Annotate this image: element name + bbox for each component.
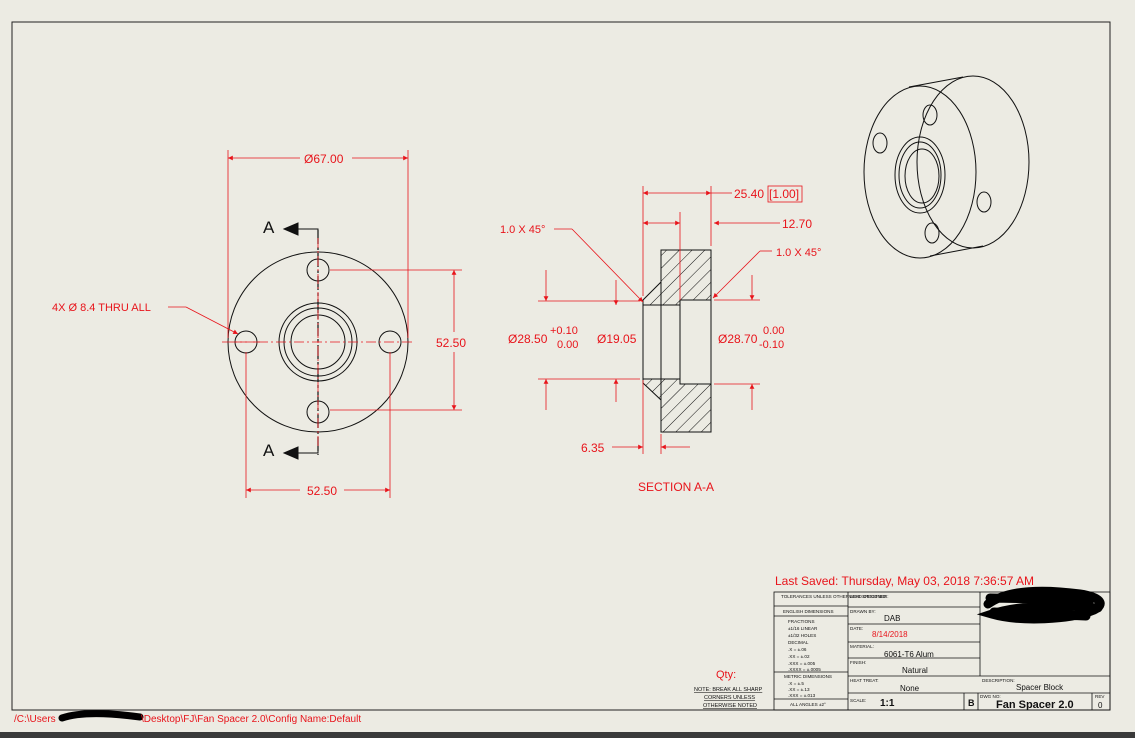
finish-label: FINISH: [850, 660, 866, 665]
tol-boss-lower: 0.00 [557, 339, 578, 351]
front-centerlines [222, 238, 414, 446]
chamfer-left: 1.0 X 45° [500, 224, 545, 236]
section-label-bottom: A [263, 441, 275, 460]
dim-total-width: 25.40 [734, 187, 764, 201]
section-arrow-top-leg [292, 228, 319, 237]
file-path-tail: \Desktop\FJ\Fan Spacer 2.0\Config Name:D… [141, 714, 361, 725]
title-block-grid [773, 591, 1111, 711]
dim-total-width-box [767, 185, 803, 203]
lead-designer-label: LEAD DESIGNER: [850, 594, 889, 599]
metric-header: METRIC DIMENSIONS [784, 674, 832, 679]
scale-label: SCALE: [850, 698, 866, 703]
dec-xxxx: .XXXX = ±.0005 [788, 667, 821, 672]
front-dimensions [168, 150, 462, 498]
sheet-size: B [968, 698, 975, 708]
drawn-by: DAB [884, 614, 900, 623]
met-xxx: .XXX = ±.013 [788, 693, 816, 698]
dwg-no: Fan Spacer 2.0 [996, 699, 1074, 711]
date: 8/14/2018 [872, 630, 908, 639]
angles: ALL ANGLES ±2° [790, 702, 826, 707]
rev: 0 [1098, 701, 1103, 710]
dim-flange: 12.70 [782, 217, 812, 231]
note-line-2: CORNERS UNLESS [704, 695, 755, 701]
decimal-label: DECIMAL [788, 640, 809, 645]
section-arrow-bottom-head [282, 446, 299, 460]
section-arrow-top-head [282, 222, 299, 236]
frac-holes: ±1/32 HOLES [788, 633, 816, 638]
scale: 1:1 [880, 698, 895, 709]
frac-linear: ±1/16 LINEAR [788, 626, 818, 631]
section-view [642, 249, 712, 433]
section-arrow-bottom-leg [292, 444, 319, 454]
dwg-no-label: DWG NO: [980, 694, 1001, 699]
dim-bolt-vertical: 52.50 [436, 336, 466, 350]
heat-treat: None [900, 684, 920, 693]
met-xx: .XX = ±.13 [788, 687, 810, 692]
section-dimensions [538, 186, 780, 454]
description-label: DESCRIPTION: [982, 678, 1015, 683]
section-hatch-top [642, 249, 712, 306]
dim-step: 6.35 [581, 441, 605, 455]
note-line-3: OTHERWISE NOTED [703, 703, 757, 709]
section-hatch-bottom [642, 378, 712, 433]
material: 6061-T6 Alum [884, 650, 934, 659]
isometric-view [863, 75, 1030, 259]
description: Spacer Block [1016, 683, 1064, 692]
note-line-1: NOTE: BREAK ALL SHARP [694, 687, 763, 693]
drawn-by-label: DRAWN BY: [850, 609, 876, 614]
file-path: /C:\Users [14, 714, 56, 725]
finish: Natural [902, 666, 928, 675]
sheet-border [11, 21, 1111, 711]
tol-header: TOLERANCES UNLESS OTHERWISE SPECIFIED [781, 594, 887, 599]
dec-x: .X = ±.06 [788, 647, 807, 652]
dim-bore: Ø19.05 [597, 332, 637, 346]
dim-boss-diameter: Ø28.50 [508, 332, 548, 346]
path-redaction [58, 710, 144, 722]
section-label-top: A [263, 218, 275, 237]
tol-boss-upper: +0.10 [550, 325, 578, 337]
date-label: DATE: [850, 626, 863, 631]
met-x: .X = ±.5 [788, 681, 804, 686]
redaction-scribble [976, 586, 1105, 624]
qty-label: Qty: [716, 669, 736, 681]
dim-recess-diameter: Ø28.70 [718, 332, 758, 346]
dec-xxx: .XXX = ±.005 [788, 661, 816, 666]
dim-outer-diameter: Ø67.00 [304, 152, 344, 166]
tol-recess-lower: -0.10 [759, 339, 784, 351]
material-label: MATERIAL: [850, 644, 874, 649]
dim-total-width-in: [1.00] [769, 187, 799, 201]
heat-treat-label: HEAT TREAT: [850, 678, 879, 683]
rev-label: REV [1095, 694, 1105, 699]
hole-callout: 4X Ø 8.4 THRU ALL [52, 302, 151, 314]
last-saved: Last Saved: Thursday, May 03, 2018 7:36:… [775, 574, 1034, 588]
section-caption: SECTION A-A [638, 480, 714, 494]
tol-recess-upper: 0.00 [763, 325, 784, 337]
chamfer-right: 1.0 X 45° [776, 247, 821, 259]
bottom-scroll-edge [0, 732, 1135, 738]
english-header: ENGLISH DIMENSIONS [783, 609, 834, 614]
dim-bolt-horizontal: 52.50 [307, 484, 337, 498]
fractions-label: FRACTIONS [788, 619, 815, 624]
dec-xx: .XX = ±.02 [788, 654, 810, 659]
